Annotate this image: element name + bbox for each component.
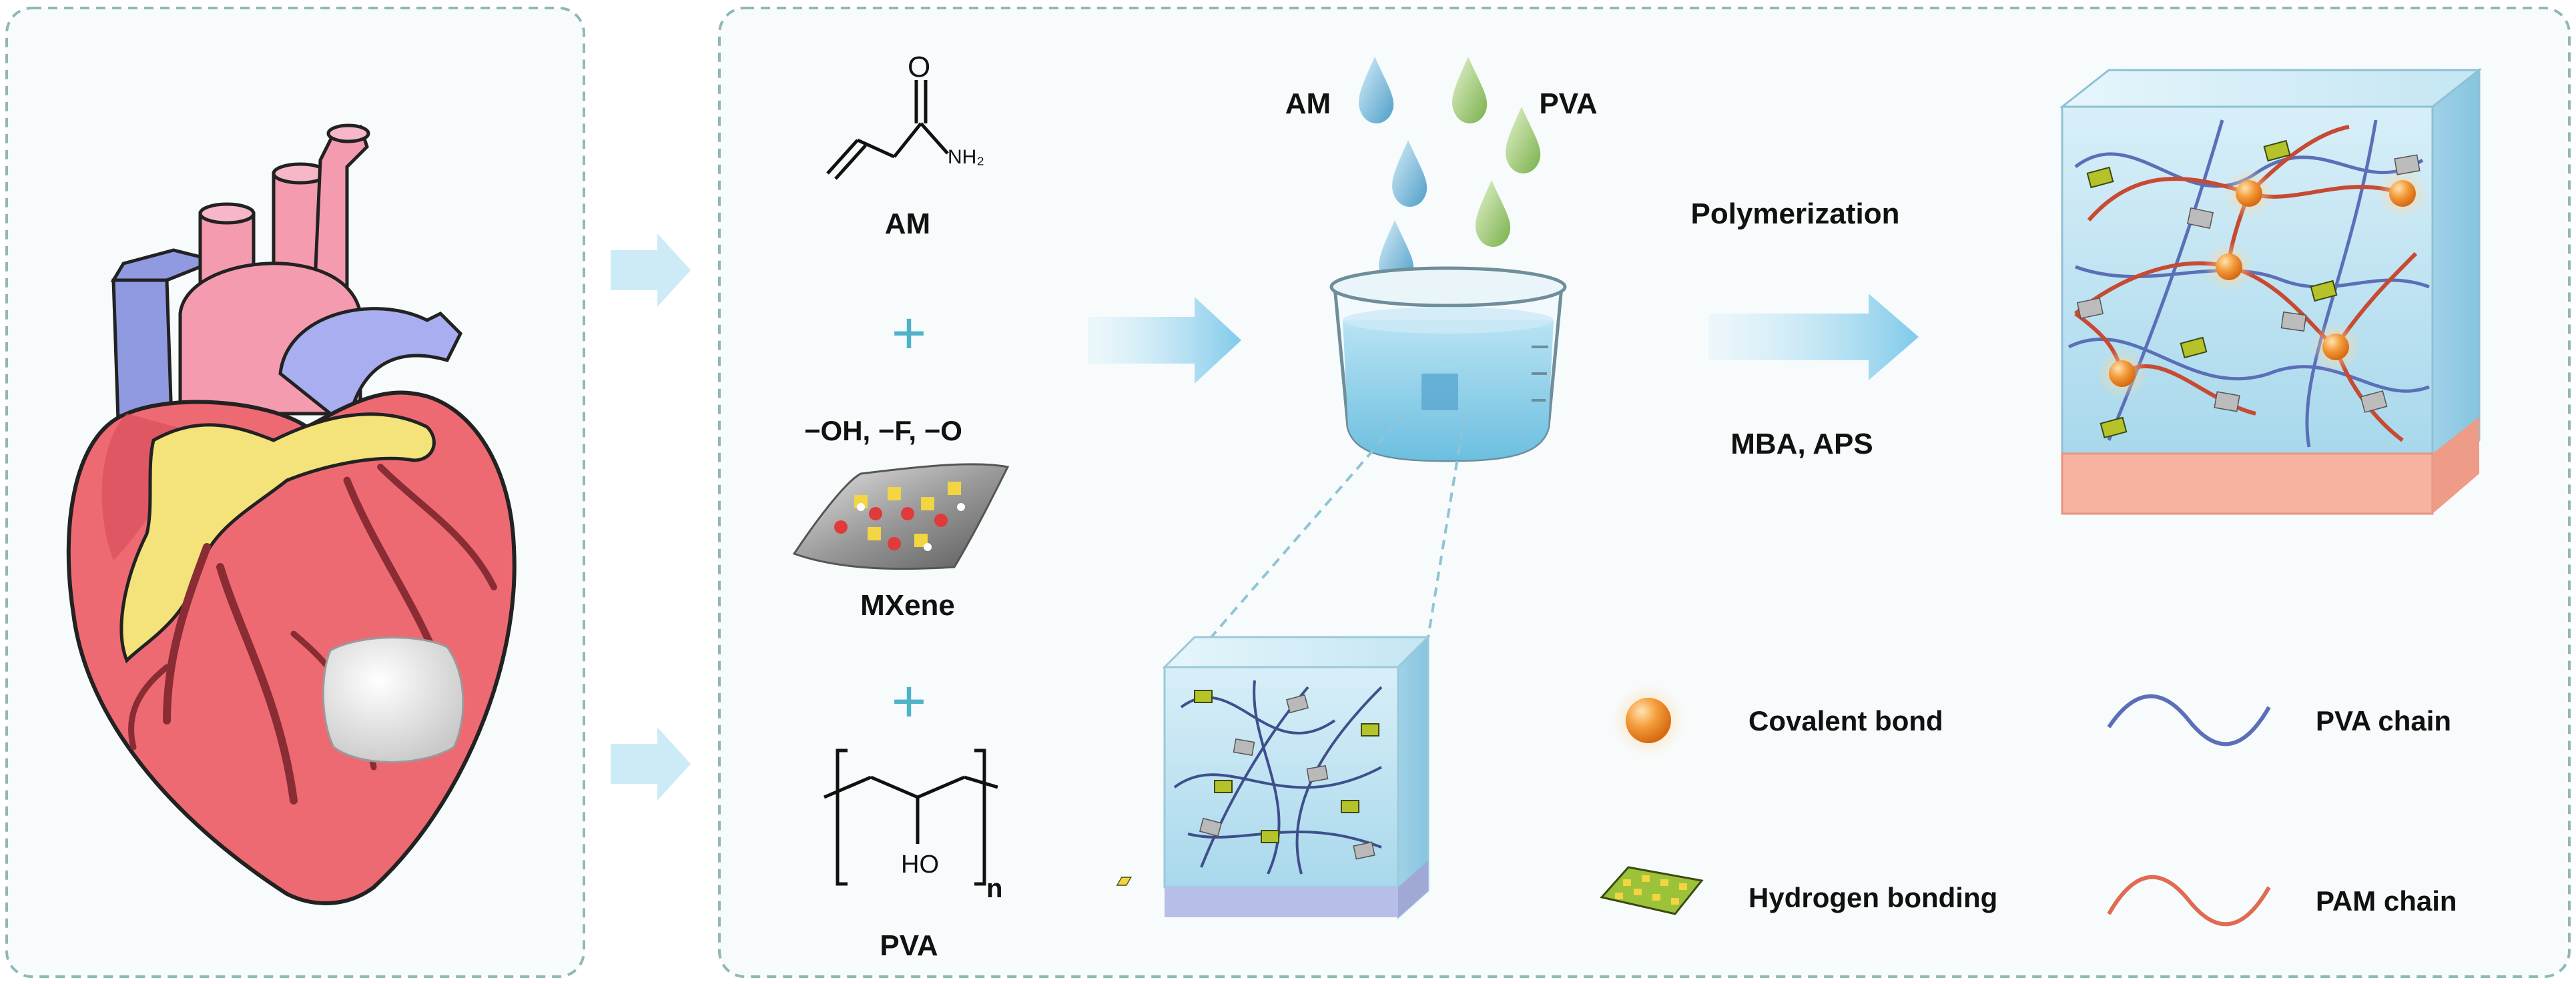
initiators-label: MBA, APS <box>1730 428 1873 460</box>
mxene-label: MXene <box>860 589 955 622</box>
plus-2: + <box>892 668 927 735</box>
legend-covalent-icon <box>1612 684 1685 757</box>
legend-hbond-icon <box>1116 866 1704 915</box>
acrylamide-structure <box>826 80 949 180</box>
legend-pam-chain-icon <box>2107 875 2271 927</box>
beaker-illustration <box>1329 266 1567 462</box>
pva-n: n <box>986 874 1002 903</box>
drop-label-pva: PVA <box>1539 87 1597 120</box>
arrow-polymerization <box>1708 294 1919 380</box>
legend-hbond-label: Hydrogen bonding <box>1748 882 1997 913</box>
legend-pam-chain-label: PAM chain <box>2316 885 2457 917</box>
zoom-line-left <box>1210 412 1406 638</box>
plus-1: + <box>892 300 927 367</box>
zoom-line-right <box>1427 413 1466 638</box>
small-hydrogel-cube <box>1162 634 1431 920</box>
heart-illustration <box>66 123 517 905</box>
acrylamide-nh2: NH₂ <box>948 146 984 168</box>
drop-label-am: AM <box>1285 87 1331 120</box>
acrylamide-o: O <box>908 51 930 83</box>
arrow-left-top <box>611 233 691 307</box>
am-label: AM <box>885 207 930 240</box>
legend-pva-chain-label: PVA chain <box>2316 705 2451 736</box>
large-hydrogel-cube <box>2059 67 2483 515</box>
mxene-sheet-illustration <box>792 463 1010 570</box>
legend-pva-chain-icon <box>2107 694 2271 747</box>
pva-structure <box>824 749 998 886</box>
polymerization-label: Polymerization <box>1691 197 1900 230</box>
arrow-left-bottom <box>611 727 691 801</box>
arrow-to-beaker <box>1088 297 1241 384</box>
legend-covalent-label: Covalent bond <box>1748 705 1943 736</box>
mxene-functional-groups: −OH, −F, −O <box>804 415 962 446</box>
pva-ho: HO <box>901 851 939 879</box>
pva-label: PVA <box>880 929 938 962</box>
